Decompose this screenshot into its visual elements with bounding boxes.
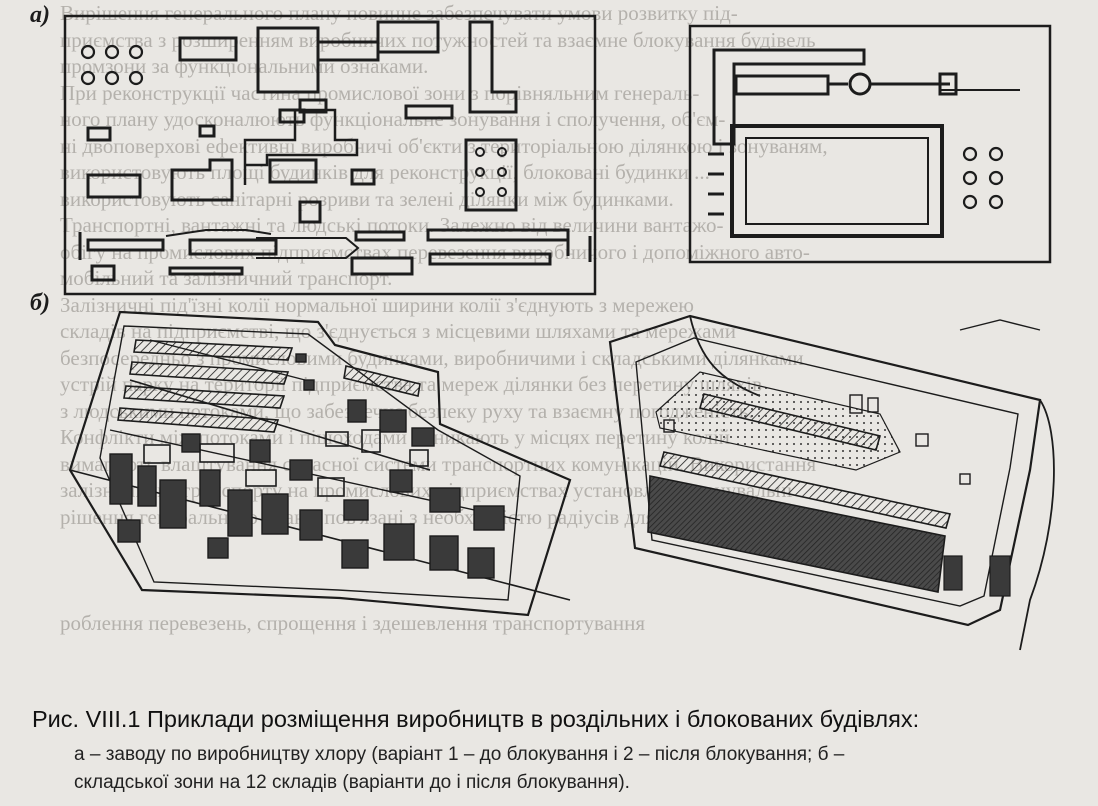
background-text-line: складів на підприємстві, що з'єднується … [60, 319, 736, 343]
background-text-line: ні двоповерхові ефективні виробничі об'є… [60, 133, 828, 158]
background-text-line: Залізничні під'їзні колії нормальної шир… [60, 292, 694, 317]
plan-a-variant-1 [63, 14, 597, 296]
panel-label-b: б) [30, 290, 50, 316]
background-text-line: При реконструкції частина промислової зо… [60, 80, 700, 105]
plan-b-variant-after [608, 314, 1055, 651]
background-text-line: промзони за функціональними ознаками. [60, 54, 429, 78]
background-text-line: використовують площі будинків для реконс… [60, 160, 710, 184]
background-text-line: обігу на промислових підприємствах перев… [60, 239, 810, 264]
plan-a-variant-2 [688, 24, 1052, 264]
background-text-line: ного плану удосконалюють функціональне з… [60, 107, 726, 131]
background-text-line: роблення перевезень, спрощення і здешевл… [60, 610, 646, 635]
figure-caption-line-1: а – заводу по виробництву хлору (варіант… [74, 744, 845, 765]
figure-caption: Рис. VIII.1 Приклади розміщення виробниц… [32, 706, 920, 732]
figure-caption-line-2: складської зони на 12 складів (варіанти … [74, 772, 630, 793]
plan-b-variant-before [68, 310, 572, 617]
panel-label-a: а) [30, 2, 50, 28]
background-text-line: використовують санітарні розриви та зеле… [60, 186, 674, 211]
